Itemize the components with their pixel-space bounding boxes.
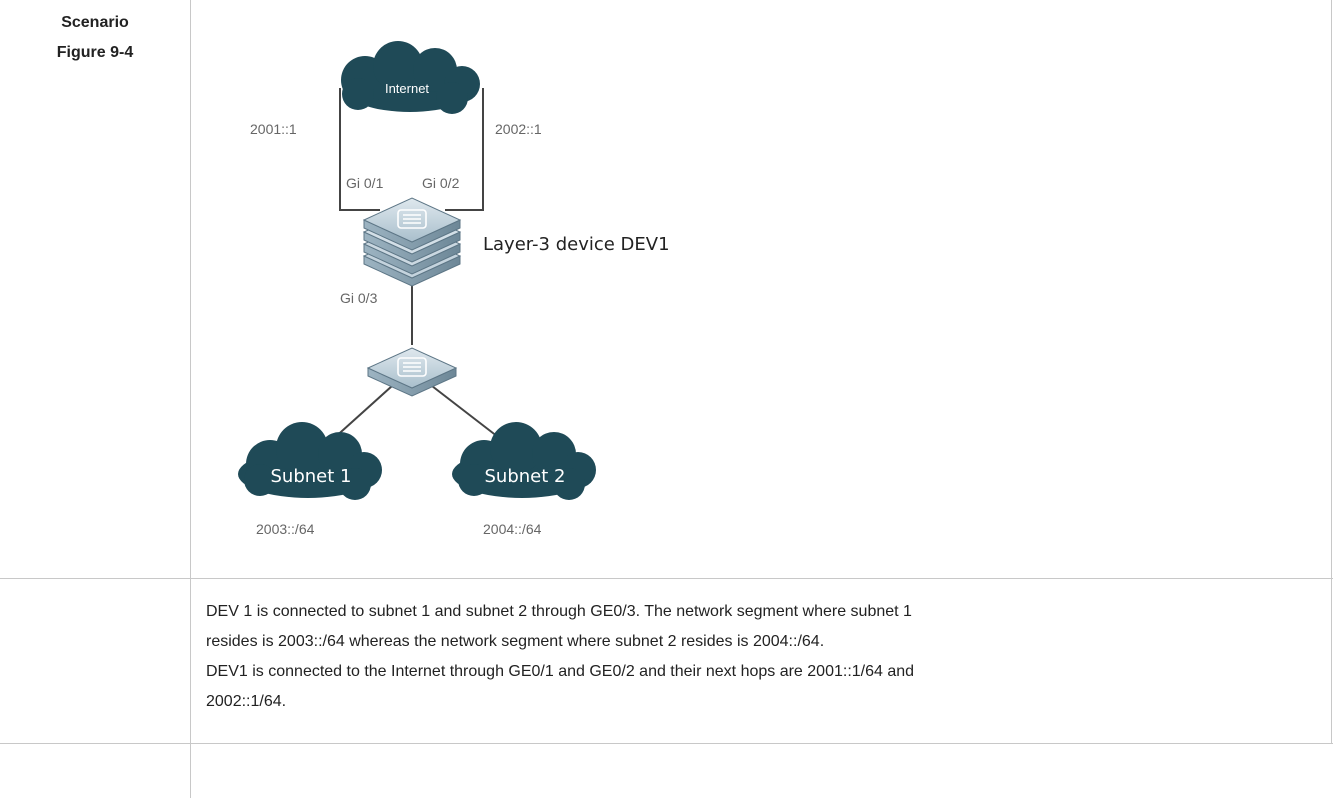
subnet2-label: Subnet 2 [485, 466, 566, 487]
row-label: Scenario Figure 9-4 [0, 8, 190, 68]
description-line: resides is 2003::/64 whereas the network… [206, 633, 825, 650]
row-divider-1 [0, 578, 1333, 579]
port-gi02-label: Gi 0/2 [422, 175, 460, 191]
right-border [1331, 0, 1332, 743]
port-gi01-label: Gi 0/1 [346, 175, 384, 191]
right-ip-label: 2002::1 [495, 121, 542, 137]
network-diagram: Internet 2001::1 2002::1 Gi 0/1 Gi 0/2 G… [190, 0, 890, 578]
links [331, 88, 503, 441]
layer3-device-icon [362, 197, 462, 287]
access-switch-icon [366, 347, 458, 397]
subnet1-label: Subnet 1 [271, 466, 352, 487]
link-subnet1 [331, 385, 393, 441]
row-divider-2 [0, 743, 1333, 744]
left-ip-label: 2001::1 [250, 121, 297, 137]
subnet1-prefix: 2003::/64 [256, 521, 315, 537]
internet-cloud [341, 41, 480, 114]
device-label: Layer-3 device DEV1 [483, 234, 670, 255]
link-gi02 [445, 88, 484, 211]
column-divider [190, 0, 191, 798]
scenario-description: DEV 1 is connected to subnet 1 and subne… [206, 597, 1316, 717]
figure-label: Figure 9-4 [56, 44, 134, 61]
internet-label: Internet [385, 81, 429, 96]
layer3-device-glyph [397, 209, 427, 229]
subnet2-prefix: 2004::/64 [483, 521, 542, 537]
description-line: 2002::1/64. [206, 693, 287, 710]
description-line: DEV 1 is connected to subnet 1 and subne… [206, 603, 912, 620]
subnet1-cloud [238, 422, 382, 500]
description-line: DEV1 is connected to the Internet throug… [206, 663, 915, 680]
access-switch-glyph [397, 357, 427, 377]
scenario-label: Scenario [61, 14, 129, 31]
link-gi01 [339, 88, 380, 211]
link-subnet2 [431, 385, 503, 441]
port-gi03-label: Gi 0/3 [340, 290, 378, 306]
subnet2-cloud [452, 422, 596, 500]
